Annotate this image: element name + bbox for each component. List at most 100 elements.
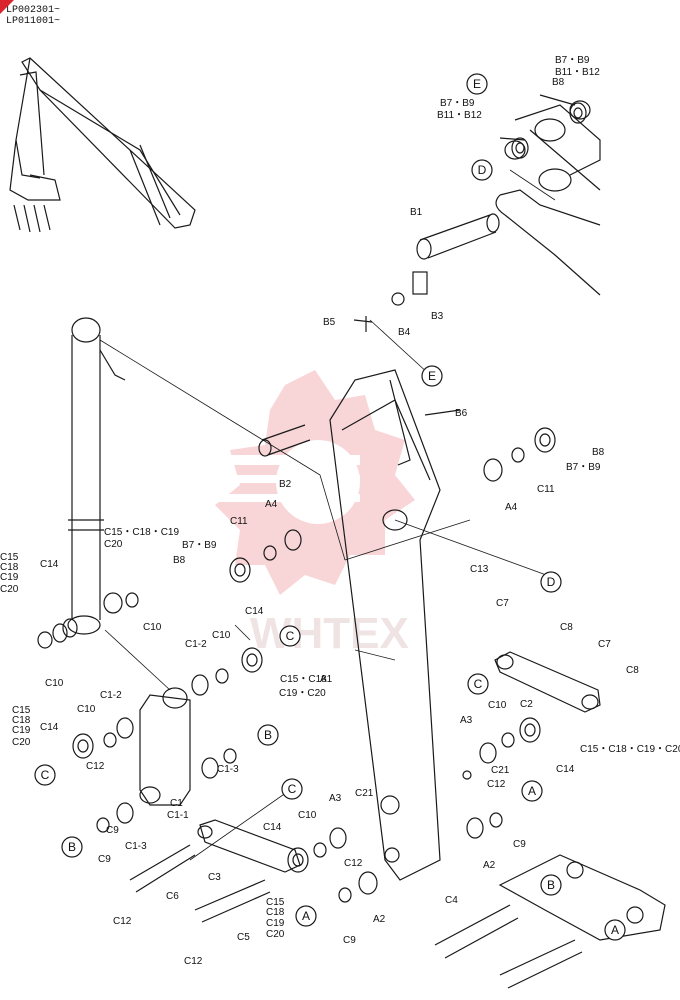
- part-label: C10: [488, 700, 507, 711]
- link-c3: [197, 819, 301, 873]
- watermark-text: WHTEX: [250, 609, 409, 658]
- watermark-logo: [200, 370, 415, 595]
- part-label: C15: [266, 897, 285, 908]
- svg-text:C: C: [286, 629, 295, 643]
- svg-text:A: A: [302, 909, 310, 923]
- part-label: C9: [98, 854, 111, 865]
- part-label: A2: [483, 860, 496, 871]
- part-label: C14: [556, 764, 575, 775]
- part-label: C13: [470, 564, 489, 575]
- callout-c: C: [467, 673, 489, 695]
- part-label: C8: [560, 622, 573, 633]
- part-label: C14: [245, 606, 264, 617]
- part-label: C10: [143, 622, 162, 633]
- rings: [37, 102, 587, 903]
- pin-c5: [194, 879, 271, 923]
- part-label: C19: [0, 572, 19, 583]
- svg-text:E: E: [473, 77, 481, 91]
- callout-d: D: [540, 571, 562, 593]
- part-label: C1-2: [100, 690, 122, 701]
- part-label: C2: [520, 699, 533, 710]
- frame-upper: [495, 94, 601, 296]
- part-label: A3: [329, 793, 342, 804]
- boom-cylinder: [67, 317, 126, 635]
- part-label: C19: [12, 725, 31, 736]
- part-label: C10: [298, 810, 317, 821]
- part-label: C14: [263, 822, 282, 833]
- svg-text:B: B: [547, 878, 555, 892]
- part-label: C18: [0, 562, 19, 573]
- callout-c: C: [281, 778, 303, 800]
- part-label: C9: [513, 839, 526, 850]
- part-label: C18: [12, 715, 31, 726]
- callout-a: A: [295, 905, 317, 927]
- svg-text:C: C: [41, 768, 50, 782]
- part-label: C1-2: [185, 639, 207, 650]
- pin-b1: [391, 213, 500, 306]
- label-layer: B7・B9B11・B12B8B7・B9B11・B12B1B3B4B5B6B8B7…: [0, 55, 680, 967]
- part-label: C20: [0, 584, 19, 595]
- part-label: C12: [487, 779, 506, 790]
- svg-text:B: B: [264, 728, 272, 742]
- part-label: C21: [491, 765, 510, 776]
- svg-text:D: D: [547, 575, 556, 589]
- part-label: C7: [496, 598, 509, 609]
- svg-text:C: C: [474, 677, 483, 691]
- part-label: C12: [184, 956, 203, 967]
- svg-text:A: A: [611, 923, 619, 937]
- svg-text:D: D: [478, 163, 487, 177]
- part-label: C19・C20: [279, 688, 326, 699]
- part-label: C1: [170, 798, 183, 809]
- part-label: B5: [323, 317, 336, 328]
- arm-c1: [139, 687, 191, 806]
- header-serial-2: LP011001~: [6, 16, 61, 27]
- corner-badge: [0, 0, 14, 14]
- part-label: A2: [373, 914, 386, 925]
- part-label: C12: [113, 916, 132, 927]
- part-label: C1-1: [167, 810, 189, 821]
- svg-text:A: A: [528, 784, 536, 798]
- link-c2: [494, 651, 601, 713]
- part-label: C15・C18・C19・C20: [580, 744, 680, 755]
- part-label: B8: [552, 77, 565, 88]
- part-label: A4: [505, 502, 518, 513]
- callout-c: C: [34, 764, 56, 786]
- part-label: B11・B12: [555, 67, 600, 78]
- callout-b: B: [540, 874, 562, 896]
- part-label: C20: [104, 539, 123, 550]
- callout-a: A: [604, 919, 626, 941]
- part-label: C15: [12, 705, 31, 716]
- part-label: C7: [598, 639, 611, 650]
- part-label: C11: [230, 516, 248, 527]
- part-label: B8: [173, 555, 186, 566]
- part-label: A1: [320, 674, 333, 685]
- part-label: B11・B12: [437, 110, 482, 121]
- part-label: B7・B9: [440, 98, 475, 109]
- callout-a: A: [521, 780, 543, 802]
- bolt-b5: [353, 316, 373, 332]
- part-label: C8: [626, 665, 639, 676]
- callout-d: D: [471, 159, 493, 181]
- part-label: B3: [431, 311, 444, 322]
- part-label: C9: [343, 935, 356, 946]
- part-label: C15・C18・C19: [104, 527, 179, 538]
- part-label: B1: [410, 207, 423, 218]
- pin-b2: [258, 424, 311, 457]
- part-label: C14: [40, 559, 59, 570]
- part-label: C10: [45, 678, 64, 689]
- part-label: B2: [279, 479, 292, 490]
- leader-lines: [99, 169, 561, 861]
- callout-e: E: [466, 73, 488, 95]
- part-label: B8: [592, 447, 605, 458]
- machine-overview: [9, 57, 196, 233]
- part-label: C20: [12, 737, 31, 748]
- part-label: C10: [77, 704, 96, 715]
- part-label: C15・C18: [280, 674, 327, 685]
- pin-c6: [129, 844, 196, 893]
- bucket-link: [434, 854, 666, 989]
- part-label: C5: [237, 932, 250, 943]
- part-label: C4: [445, 895, 458, 906]
- part-label: C18: [266, 907, 285, 918]
